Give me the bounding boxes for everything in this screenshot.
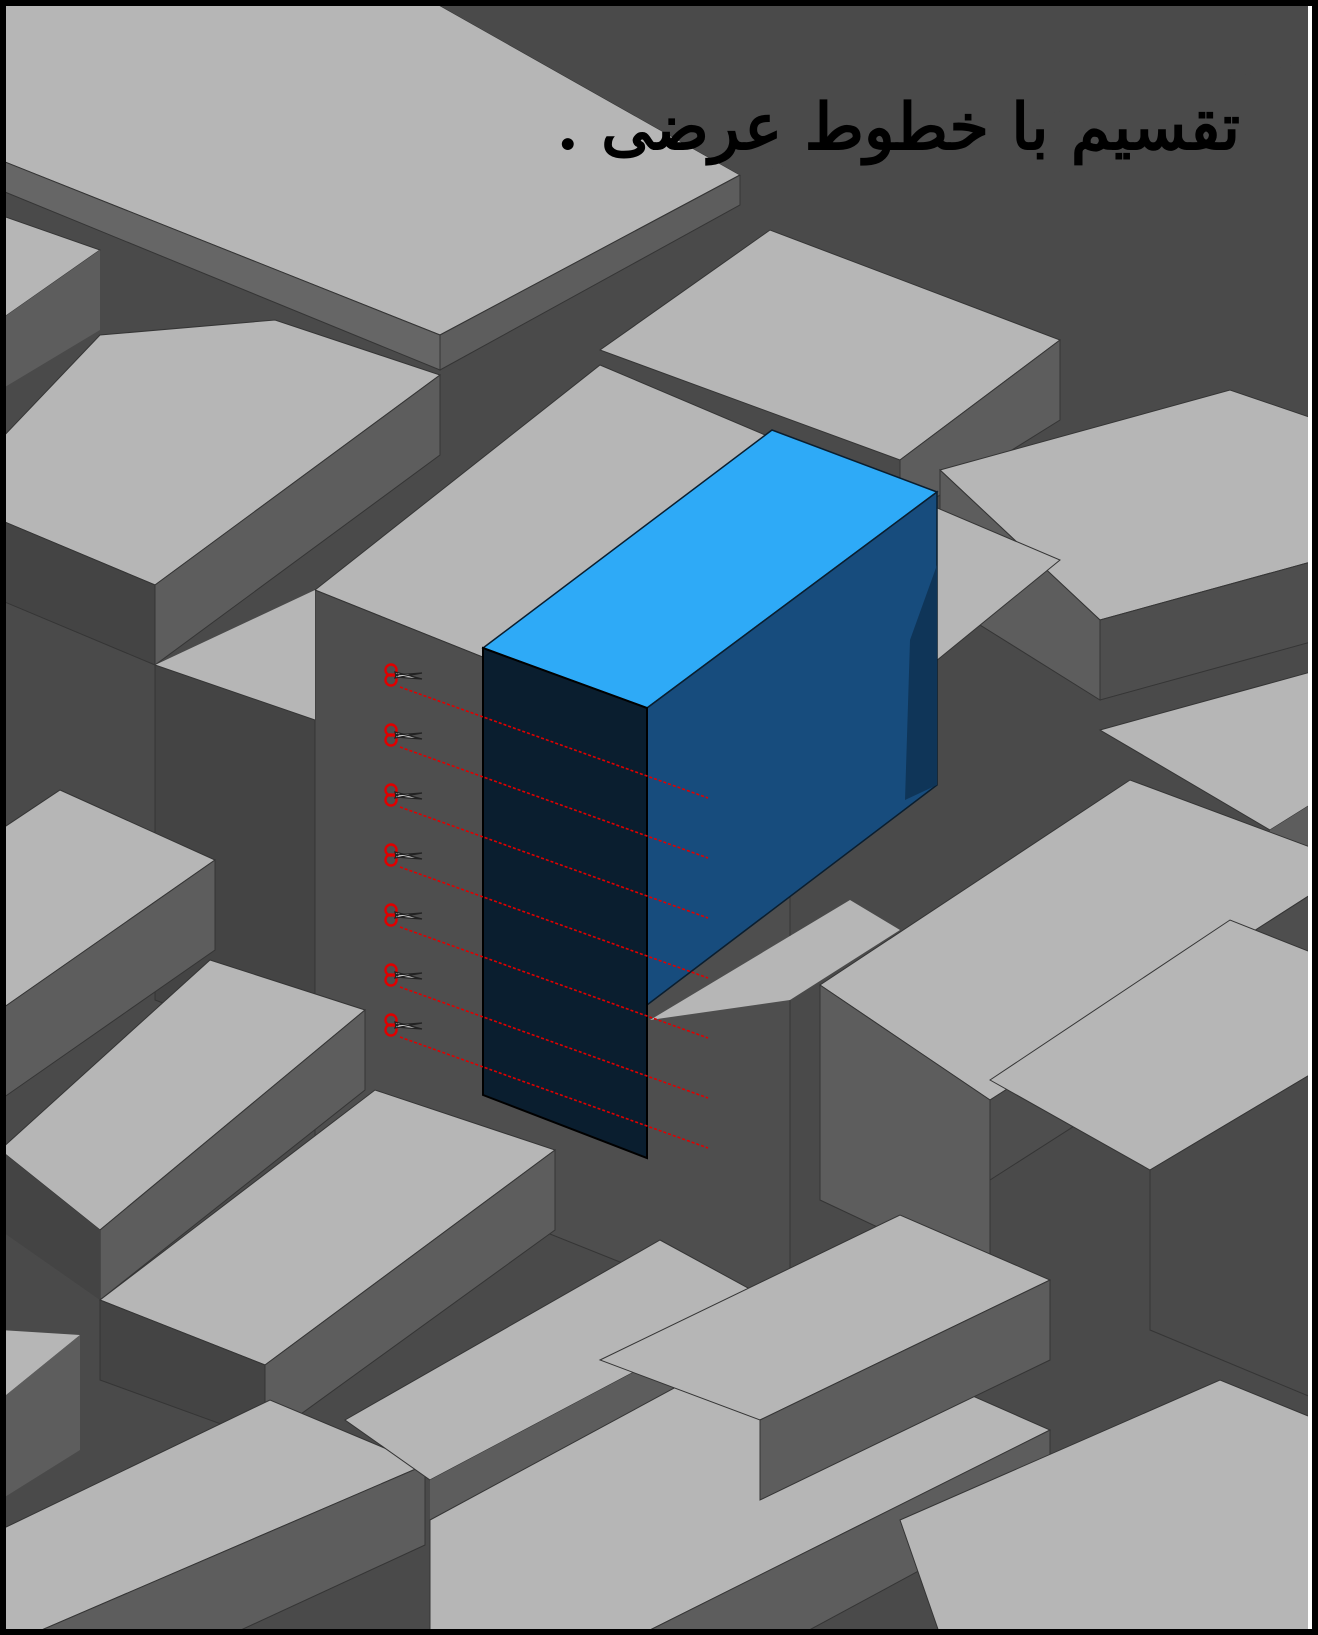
diagram-title: تقسیم با خطوط عرضی . xyxy=(557,96,1240,160)
target-building-front xyxy=(483,648,647,1158)
